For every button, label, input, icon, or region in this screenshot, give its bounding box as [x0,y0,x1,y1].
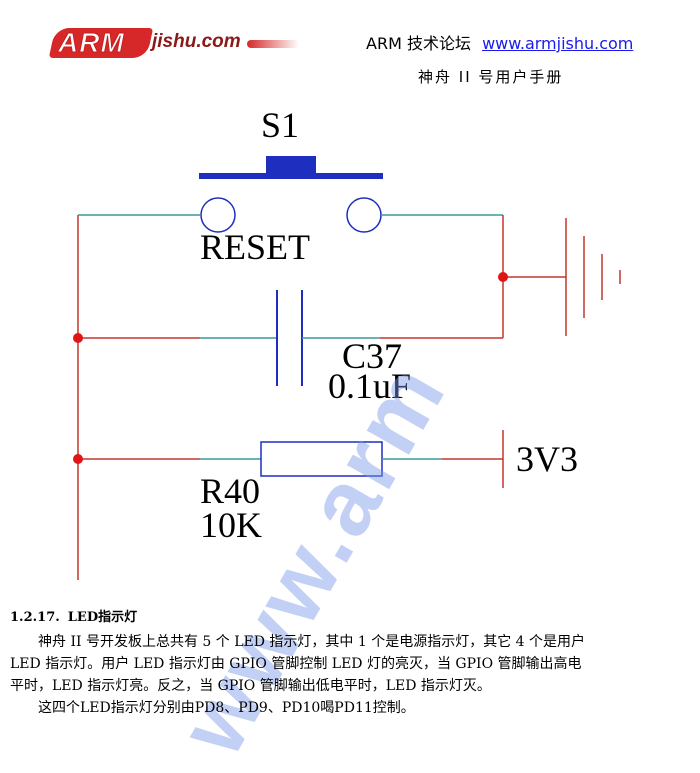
logo-jishu-text: jishu.com [152,31,241,52]
paragraph-line: 神舟 II 号开发板上总共有 5 个 LED 指示灯，其中 1 个是电源指示灯，… [38,634,586,650]
paragraph-line: LED 指示灯。用户 LED 指示灯由 GPIO 管脚控制 LED 灯的亮灭，当… [10,656,582,672]
logo-swoosh [247,40,299,48]
res-ref-label: R40 [200,471,260,511]
junction-dot [73,454,83,464]
cap-value-label: 0.1uF [328,366,411,406]
paragraph-line: 平时，LED 指示灯亮。反之，当 GPIO 管脚输出低电平时，LED 指示灯灭。 [10,678,491,694]
forum-label: ARM 技术论坛 [366,34,471,53]
logo-arm-text: ARM [58,27,125,59]
cap-ref-label: C37 [342,336,402,376]
supply-label: 3V3 [516,439,578,479]
junction-dot [73,333,83,343]
resistor-body [260,441,383,477]
header-forum-line: ARM 技术论坛 www.armjishu.com [366,30,633,54]
armjishu-logo: ARM jishu.com [48,26,300,62]
switch-button [266,156,316,174]
section-number: 1.2.17. [10,610,60,625]
manual-title: 神舟 II 号用户手册 [418,68,564,86]
switch-ref-label: S1 [261,105,299,145]
switch-bar [199,173,383,179]
forum-link[interactable]: www.armjishu.com [482,34,634,53]
res-value-label: 10K [200,505,262,545]
junction-dot [498,272,508,282]
switch-right-terminal [346,197,382,233]
reset-circuit-schematic: S1 RESET C37 0.1uF R40 10K 3V3 [73,105,621,580]
paragraph-line: 这四个LED指示灯分别由PD8、PD9、PD10喝PD11控制。 [38,700,415,716]
body-paragraph: 神舟 II 号开发板上总共有 5 个 LED 指示灯，其中 1 个是电源指示灯，… [10,631,666,719]
switch-left-terminal [200,197,236,233]
section-heading: 1.2.17. LED指示灯 [10,606,145,625]
section-title-text: LED指示灯 [67,610,138,625]
switch-name-label: RESET [200,227,310,267]
